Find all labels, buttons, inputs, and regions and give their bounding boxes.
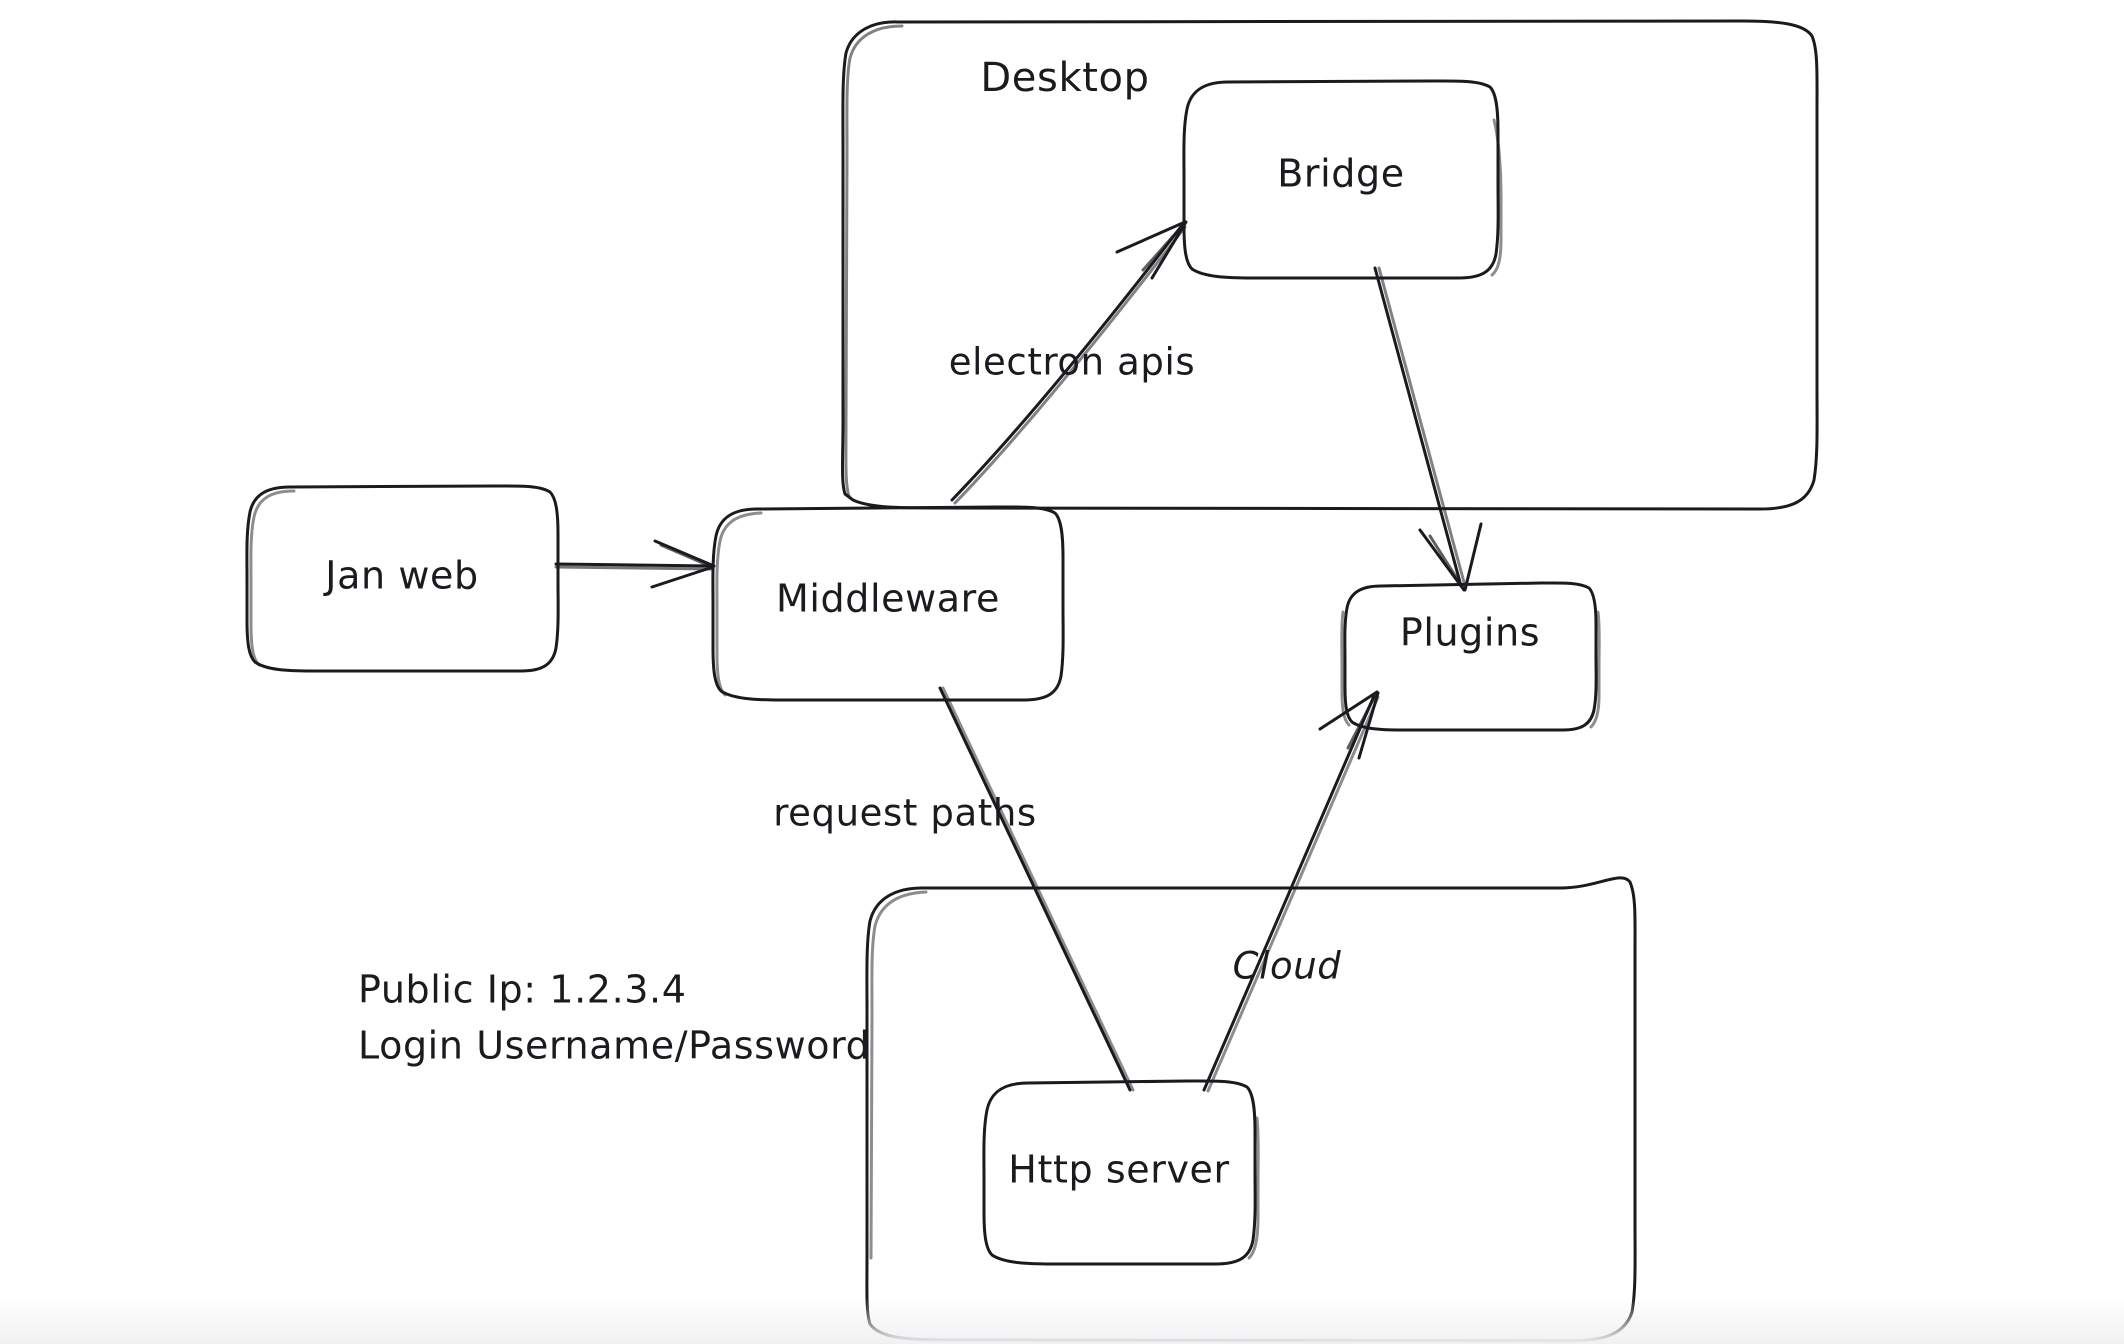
note-login: Login Username/Password: [358, 1024, 870, 1068]
note-public-ip: Public Ip: 1.2.3.4: [358, 968, 687, 1012]
node-middleware-label: Middleware: [776, 577, 1000, 621]
node-jan-web-label: Jan web: [323, 554, 478, 598]
edge-bridge-to-plugins[interactable]: [1373, 266, 1483, 592]
edge-http-to-plugins[interactable]: Cloud: [1202, 690, 1380, 1093]
node-bridge[interactable]: Bridge: [1182, 79, 1503, 280]
node-plugins-label: Plugins: [1400, 611, 1540, 655]
node-http-server-label: Http server: [1008, 1148, 1229, 1192]
note-block: Public Ip: 1.2.3.4 Login Username/Passwo…: [358, 968, 870, 1068]
edge-janweb-to-middleware[interactable]: [554, 539, 716, 589]
edge-middleware-to-bridge[interactable]: electron apis: [949, 220, 1195, 505]
node-jan-web[interactable]: Jan web: [245, 484, 560, 673]
container-desktop-label: Desktop: [980, 55, 1149, 101]
edge-label-cloud: Cloud: [1233, 945, 1342, 988]
node-bridge-label: Bridge: [1277, 152, 1404, 196]
container-desktop[interactable]: Desktop: [841, 19, 1819, 511]
node-middleware[interactable]: Middleware: [711, 505, 1065, 702]
edge-label-electron-apis: electron apis: [949, 341, 1195, 384]
edge-middleware-to-http[interactable]: request paths: [773, 686, 1135, 1092]
edge-label-request-paths: request paths: [773, 792, 1037, 835]
node-plugins[interactable]: Plugins: [1340, 581, 1601, 732]
node-http-server[interactable]: Http server: [982, 1079, 1260, 1266]
